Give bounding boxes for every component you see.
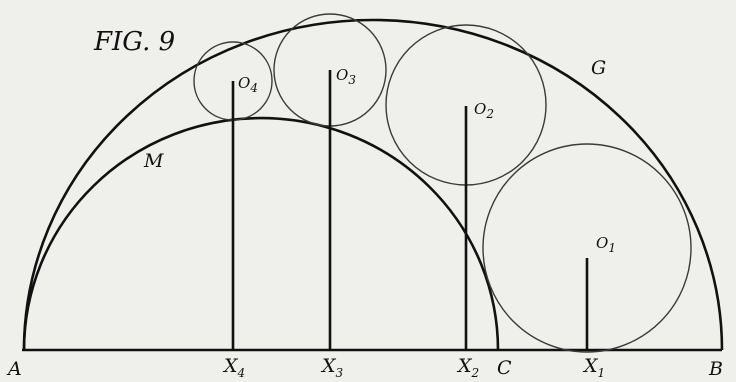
arc-label-g: G — [591, 57, 606, 79]
figure-title: FIG. 9 — [93, 27, 175, 57]
point-label-x2: X2 — [456, 355, 479, 380]
point-label-x4: X4 — [222, 355, 245, 380]
semicircle-g — [22, 18, 724, 351]
center-label-o2: O2 — [474, 100, 494, 121]
center-label-o1: O1 — [596, 234, 616, 255]
point-label-x3: X3 — [320, 355, 344, 380]
point-label-a: A — [6, 358, 22, 380]
center-label-o4: O4 — [238, 74, 258, 95]
point-label-b: B — [708, 358, 723, 380]
arc-label-m: M — [143, 150, 164, 172]
circle-o1 — [482, 143, 692, 353]
point-label-c: C — [497, 357, 512, 379]
semicircle-m — [22, 116, 500, 351]
point-label-x1: X1 — [582, 355, 605, 380]
center-label-o3: O3 — [336, 66, 356, 87]
